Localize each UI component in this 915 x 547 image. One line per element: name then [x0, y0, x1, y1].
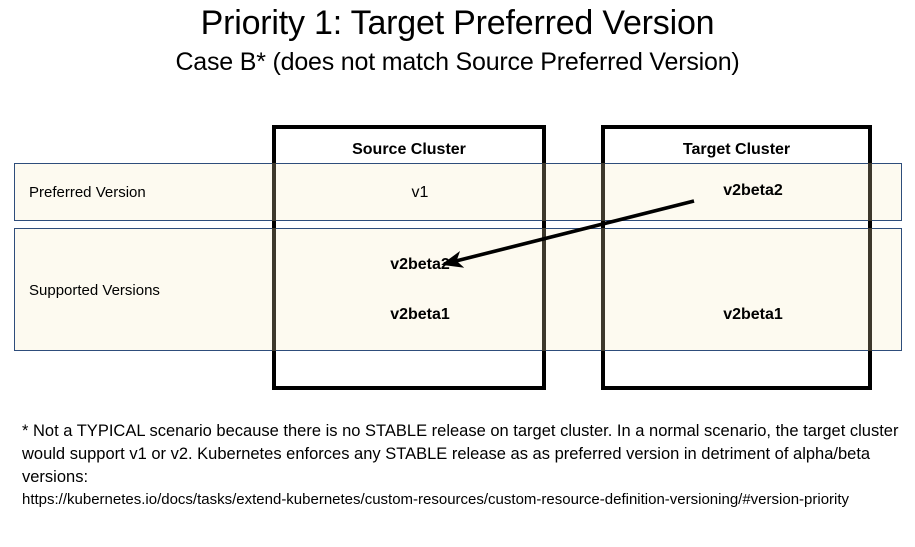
footnote: * Not a TYPICAL scenario because there i… [22, 420, 902, 511]
table-row-preferred-version: Preferred Version v1 v2beta2 [14, 163, 902, 221]
table-row-supported-versions: Supported Versions v2beta2 v2beta1 v2bet… [14, 228, 902, 351]
target-cluster-heading: Target Cluster [682, 141, 791, 158]
cell-supported-version-target-1: v2beta1 [723, 306, 783, 323]
column-divider-source-left-upper [272, 163, 276, 221]
column-divider-source-left-lower [272, 228, 276, 351]
cell-preferred-version-target: v2beta2 [723, 182, 783, 199]
column-divider-target-left-lower [601, 228, 605, 351]
cell-preferred-version-source: v1 [411, 184, 429, 201]
row-label-supported-versions: Supported Versions [29, 282, 160, 299]
page-title: Priority 1: Target Preferred Version [200, 4, 715, 42]
column-divider-target-right-upper [868, 163, 872, 221]
cell-supported-version-source-2: v2beta1 [390, 306, 450, 323]
cell-supported-version-source-1: v2beta2 [390, 256, 450, 273]
column-divider-source-right-upper [542, 163, 546, 221]
column-divider-target-right-lower [868, 228, 872, 351]
title-block: Priority 1: Target Preferred Version Cas… [0, 2, 915, 78]
page-subtitle: Case B* (does not match Source Preferred… [175, 48, 740, 76]
column-divider-source-right-lower [542, 228, 546, 351]
column-divider-target-left-upper [601, 163, 605, 221]
row-label-preferred-version: Preferred Version [29, 184, 146, 201]
footnote-text: * Not a TYPICAL scenario because there i… [22, 422, 899, 486]
footnote-url: https://kubernetes.io/docs/tasks/extend-… [22, 491, 850, 508]
source-cluster-heading: Source Cluster [352, 141, 466, 158]
